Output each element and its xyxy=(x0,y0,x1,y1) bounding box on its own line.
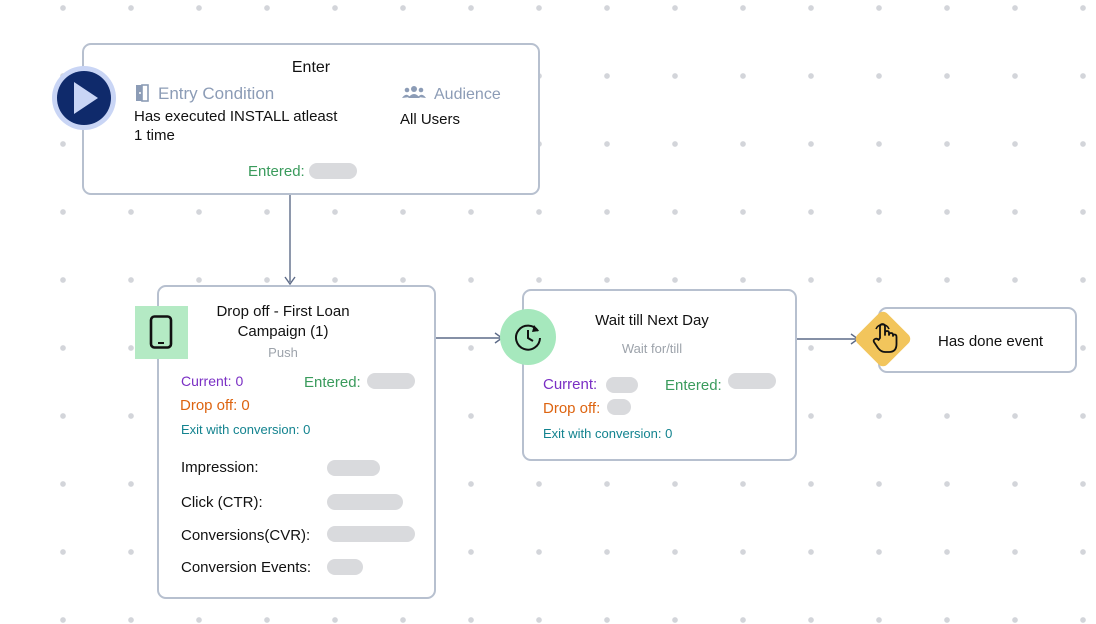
push-icon-tile xyxy=(135,306,188,359)
push-campaign-node[interactable]: Drop off - First Loan Campaign (1) Push … xyxy=(157,285,436,599)
entered-label: Entered: xyxy=(665,377,722,394)
entry-condition-line2: 1 time xyxy=(134,127,175,144)
hand-pointer-icon xyxy=(872,322,898,359)
entered-value-redacted xyxy=(728,373,776,389)
exit-conversion-label: Exit with conversion: 0 xyxy=(543,426,673,441)
entered-label: Entered: xyxy=(304,374,361,391)
entry-condition-label: Entry Condition xyxy=(158,84,275,103)
click-ctr-label: Click (CTR): xyxy=(181,494,263,511)
current-label: Current: 0 xyxy=(181,373,244,389)
enter-title: Enter xyxy=(291,59,331,76)
door-icon xyxy=(134,83,152,108)
clock-icon xyxy=(513,322,543,357)
users-icon xyxy=(402,85,426,104)
exit-conversion-label: Exit with conversion: 0 xyxy=(181,422,311,437)
push-title-line1: Drop off - First Loan xyxy=(216,303,350,320)
entered-value-redacted xyxy=(367,373,415,389)
wait-node[interactable]: Wait till Next Day Wait for/till Current… xyxy=(522,289,797,461)
impression-value-redacted xyxy=(327,460,380,476)
conversion-events-value-redacted xyxy=(327,559,363,575)
impression-label: Impression: xyxy=(181,459,259,476)
current-label: Current: xyxy=(543,376,598,393)
has-done-event-node[interactable]: Has done event xyxy=(878,307,1077,373)
click-value-redacted xyxy=(327,494,403,510)
conversions-cvr-label: Conversions(CVR): xyxy=(181,527,311,544)
wait-icon-circle xyxy=(500,309,556,365)
entry-condition-line1: Has executed INSTALL atleast xyxy=(134,108,338,125)
audience-value: All Users xyxy=(400,111,461,128)
play-button[interactable] xyxy=(52,66,116,130)
wait-subtitle: Wait for/till xyxy=(621,341,683,356)
mobile-phone-icon xyxy=(149,315,173,354)
conversions-value-redacted xyxy=(327,526,415,542)
entered-value-redacted xyxy=(309,163,357,179)
push-title-line2: Campaign (1) xyxy=(237,323,329,340)
current-value-redacted xyxy=(606,377,638,393)
entered-label: Entered: xyxy=(248,163,305,180)
push-subtitle: Push xyxy=(268,345,298,360)
wait-title: Wait till Next Day xyxy=(595,312,709,329)
conversion-events-label: Conversion Events: xyxy=(181,559,312,576)
dropoff-value-redacted xyxy=(607,399,631,415)
dropoff-label: Drop off: xyxy=(543,400,601,417)
play-icon xyxy=(74,82,98,119)
enter-node[interactable]: Enter Entry Condition Has executed INSTA… xyxy=(82,43,540,195)
event-title: Has done event xyxy=(938,333,1044,350)
audience-label: Audience xyxy=(434,86,501,103)
dropoff-label: Drop off: 0 xyxy=(180,397,250,414)
